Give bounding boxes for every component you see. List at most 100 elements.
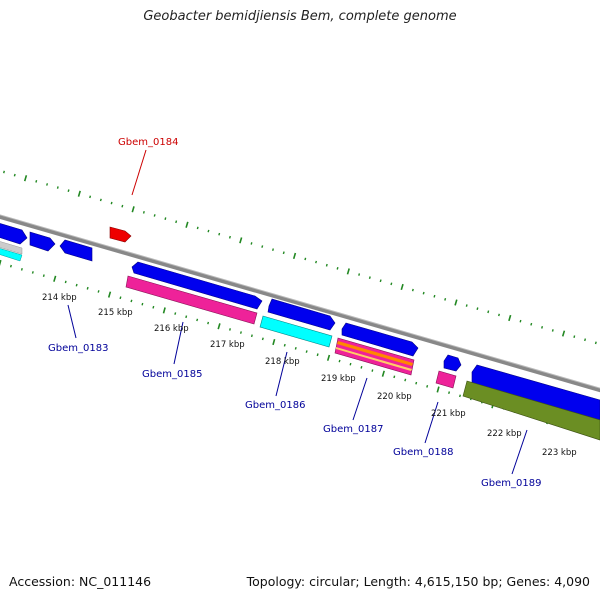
minor-tick [228,235,231,239]
kbp-label: 217 kbp [210,340,245,350]
minor-tick [283,343,286,347]
minor-tick [218,232,221,236]
feature-olive[interactable] [462,380,600,441]
kbp-label: 216 kbp [154,324,189,334]
minor-tick [316,353,319,357]
minor-tick [130,299,133,303]
cds-feature[interactable] [29,231,56,252]
minor-tick [13,173,16,177]
kbp-label: 223 kbp [542,448,577,458]
minor-tick [551,329,554,332]
accession-text: Accession: NC_011146 [9,574,152,589]
rna-feature-gbem-0184[interactable] [109,226,132,243]
minor-tick [261,245,264,248]
minor-tick [594,341,597,345]
minor-tick [185,315,188,319]
minor-tick [119,296,122,300]
leader-lines [67,149,528,475]
major-tick [107,291,112,298]
minor-tick [20,268,23,271]
kbp-label: 222 kbp [487,429,522,439]
minor-tick [584,338,587,342]
minor-tick [415,381,418,385]
minor-tick [250,334,253,338]
major-tick [454,299,458,306]
cds-feature[interactable] [471,364,600,421]
minor-tick [390,282,393,286]
feature-track-lower [0,240,600,441]
minor-tick [411,288,414,292]
minor-tick [239,331,242,334]
minor-tick [422,291,425,295]
leader-gbem-0187 [352,377,368,421]
feature-magenta[interactable] [125,275,258,325]
minor-tick [530,322,533,326]
minor-tick [42,274,45,277]
minor-tick [164,217,167,220]
kbp-label: 214 kbp [42,293,77,303]
minor-tick [142,211,145,214]
minor-tick [152,305,155,309]
minor-tick [404,378,407,382]
major-tick [561,330,566,337]
gene-label-gbem-0183[interactable]: Gbem_0183 [48,343,108,354]
gene-label-gbem-0187[interactable]: Gbem_0187 [323,424,383,435]
kbp-labels: 214 kbp 215 kbp 216 kbp 217 kbp 218 kbp … [42,293,577,458]
feature-gray[interactable] [0,240,23,255]
minor-tick [174,312,177,315]
minor-tick [64,280,67,284]
major-tick [400,283,404,291]
feature-magenta[interactable] [435,370,457,389]
cds-feature[interactable] [341,322,419,357]
minor-tick [141,302,144,306]
feature-cyan[interactable] [0,247,23,262]
minor-tick [465,304,468,307]
gene-label-gbem-0188[interactable]: Gbem_0188 [393,447,453,458]
genome-backbone-highlight [0,214,600,389]
minor-tick [250,242,253,245]
leader-gbem-0188 [424,401,439,444]
minor-tick [368,276,371,280]
cds-feature[interactable] [267,298,336,331]
minor-tick [315,260,318,264]
major-tick [162,307,166,314]
major-tick [436,386,440,393]
minor-tick [325,263,328,267]
minor-tick [360,365,363,369]
kbp-label: 215 kbp [98,308,133,318]
minor-tick [153,214,156,217]
outer-tick-ring [3,170,597,345]
minor-tick [31,271,34,274]
gene-label-gbem-0189[interactable]: Gbem_0189 [481,478,541,489]
kbp-label: 219 kbp [321,374,356,384]
gene-label-gbem-0186[interactable]: Gbem_0186 [245,400,305,411]
genome-backbone [0,214,600,393]
minor-tick [282,251,285,255]
minor-tick [272,248,274,251]
cds-feature[interactable] [59,239,93,262]
feature-cyan[interactable] [259,315,333,348]
minor-tick [110,201,113,205]
minor-tick [498,313,500,317]
minor-tick [229,328,231,331]
major-tick [292,252,297,260]
minor-tick [9,264,12,268]
minor-tick [338,359,341,363]
minor-tick [349,362,352,366]
minor-tick [196,318,199,322]
cds-feature[interactable] [443,354,462,372]
minor-tick [305,350,308,353]
cds-feature[interactable] [0,222,28,245]
leader-gbem-0184 [131,149,147,196]
gene-label-gbem-0185[interactable]: Gbem_0185 [142,369,202,380]
minor-tick [121,204,124,208]
cds-feature[interactable] [131,261,263,310]
minor-tick [207,229,210,233]
major-tick [131,206,135,213]
minor-tick [207,321,210,325]
major-tick [346,268,350,275]
minor-tick [444,297,447,301]
gene-label-gbem-0184[interactable]: Gbem_0184 [118,137,178,148]
minor-tick [304,257,307,261]
